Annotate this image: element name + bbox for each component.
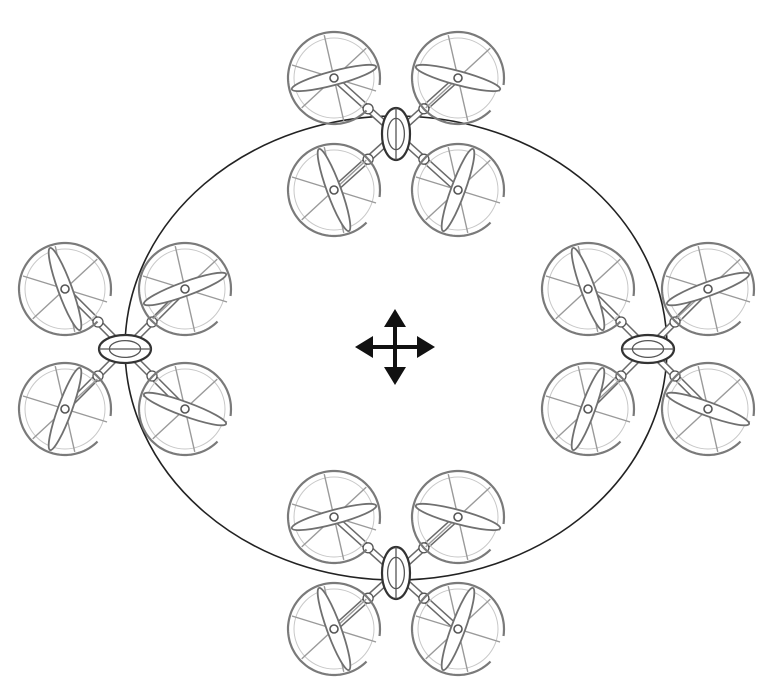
rotor-guard-icon	[288, 583, 380, 675]
rotor-guard-icon	[542, 363, 634, 455]
rotor-guard-icon	[662, 363, 754, 455]
rotor-guard-icon	[412, 583, 504, 675]
rotor-guard-icon	[19, 243, 111, 335]
rotor-guard-icon	[288, 144, 380, 236]
quadcopter-right-icon	[542, 243, 754, 455]
rotor-guard-icon	[288, 471, 380, 563]
quadcopter-left-icon	[19, 243, 231, 455]
rotor-guard-icon	[412, 144, 504, 236]
arrow-left-icon	[355, 336, 373, 358]
rotor-guard-icon	[139, 243, 231, 335]
arrow-up-icon	[384, 309, 406, 327]
rotor-guard-icon	[412, 471, 504, 563]
drones-layer	[19, 32, 754, 675]
rotor-guard-icon	[412, 32, 504, 124]
rotor-guard-icon	[139, 363, 231, 455]
rotor-guard-icon	[19, 363, 111, 455]
arrow-down-icon	[384, 367, 406, 385]
quadcopter-bottom-icon	[288, 471, 504, 675]
quadcopter-top-icon	[288, 32, 504, 236]
four-way-move-arrows-icon	[355, 309, 435, 385]
arrow-right-icon	[417, 336, 435, 358]
rotor-guard-icon	[662, 243, 754, 335]
